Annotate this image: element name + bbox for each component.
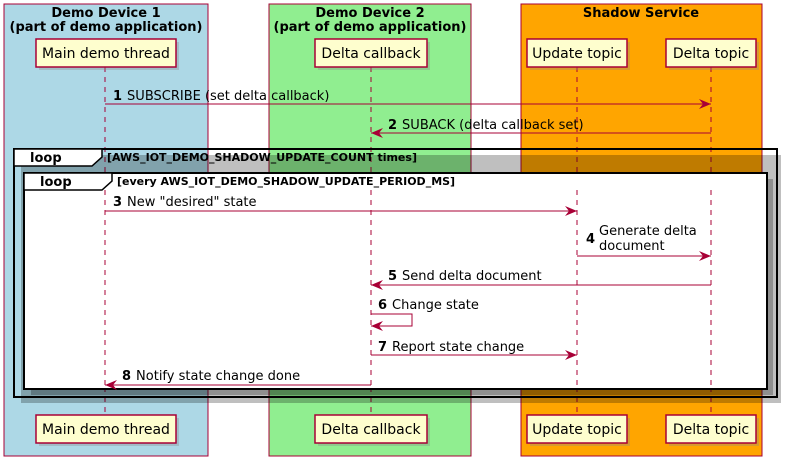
box-title-line1: Demo Device 2 xyxy=(315,6,424,21)
message-3: 3 New "desired" state xyxy=(105,195,577,216)
participant-label: Main demo thread xyxy=(42,46,170,62)
participant-delta-topic-top: Delta topic xyxy=(665,38,759,70)
message-number: 7 xyxy=(378,340,387,355)
loop-condition: [every AWS_IOT_DEMO_SHADOW_UPDATE_PERIOD… xyxy=(117,175,455,188)
message-1: 1 SUBSCRIBE (set delta callback) xyxy=(105,89,711,109)
loop-keyword: loop xyxy=(40,175,72,190)
message-number: 2 xyxy=(388,118,397,133)
participant-label: Delta topic xyxy=(673,422,749,438)
box-title-line2: (part of demo application) xyxy=(274,20,467,35)
message-number: 5 xyxy=(388,269,397,284)
loop-inner: loop [every AWS_IOT_DEMO_SHADOW_UPDATE_P… xyxy=(23,172,773,395)
message-label-line2: document xyxy=(599,239,665,254)
loop-condition: [AWS_IOT_DEMO_SHADOW_UPDATE_COUNT times] xyxy=(107,151,417,164)
message-8: 8 Notify state change done xyxy=(105,369,371,390)
message-label: New "desired" state xyxy=(127,195,256,210)
message-number: 1 xyxy=(113,89,122,104)
participant-update-topic-top: Update topic xyxy=(526,38,630,70)
message-number: 3 xyxy=(113,195,122,210)
participant-label: Update topic xyxy=(532,46,622,62)
participant-main-demo-thread-top: Main demo thread xyxy=(35,38,179,70)
message-number: 6 xyxy=(378,298,387,313)
participant-label: Main demo thread xyxy=(42,422,170,438)
message-7: 7 Report state change xyxy=(371,340,577,360)
message-label: Report state change xyxy=(392,340,524,355)
message-number: 4 xyxy=(586,232,595,247)
message-label: Send delta document xyxy=(402,269,542,284)
box-title-line1: Shadow Service xyxy=(583,6,699,21)
message-6: 6 Change state xyxy=(371,298,479,331)
participant-label: Update topic xyxy=(532,422,622,438)
message-5: 5 Send delta document xyxy=(371,269,711,290)
participant-delta-callback-top: Delta callback xyxy=(314,38,430,70)
message-label: Notify state change done xyxy=(136,369,300,384)
participant-label: Delta topic xyxy=(673,46,749,62)
participant-update-topic-bottom: Update topic xyxy=(526,414,630,446)
participant-delta-callback-bottom: Delta callback xyxy=(314,414,430,446)
box-title-line1: Demo Device 1 xyxy=(51,6,160,21)
message-label: SUBSCRIBE (set delta callback) xyxy=(127,89,329,104)
message-label: Generate delta xyxy=(599,224,697,239)
participant-label: Delta callback xyxy=(321,422,421,438)
message-4: 4 Generate delta document xyxy=(577,224,711,261)
loop-keyword: loop xyxy=(30,151,62,166)
participant-label: Delta callback xyxy=(321,46,421,62)
message-label: Change state xyxy=(392,298,479,313)
participant-main-demo-thread-bottom: Main demo thread xyxy=(35,414,179,446)
participant-delta-topic-bottom: Delta topic xyxy=(665,414,759,446)
message-2: 2 SUBACK (delta callback set) xyxy=(371,118,711,138)
message-number: 8 xyxy=(122,369,131,384)
message-label: SUBACK (delta callback set) xyxy=(402,118,584,133)
box-title-line2: (part of demo application) xyxy=(10,20,203,35)
